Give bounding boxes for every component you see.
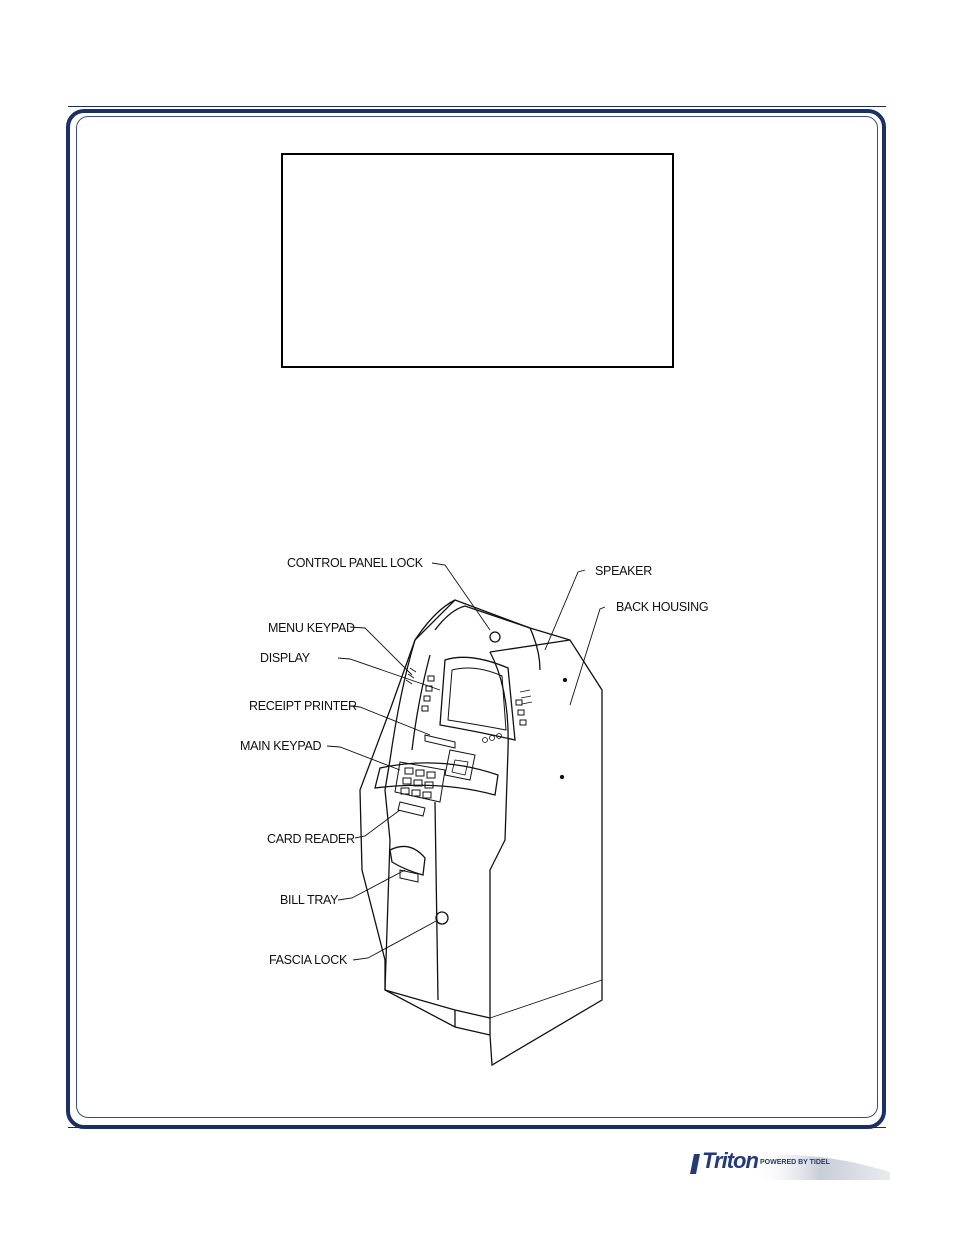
atm-diagram: CONTROL PANEL LOCK SPEAKER BACK HOUSING … [240,556,709,1067]
receipt-printer-slot [424,734,456,749]
callout-speaker: SPEAKER [595,564,652,578]
callout-display: DISPLAY [260,651,311,665]
bill-tray [389,845,426,876]
menu-keypad-right [515,699,527,726]
callout-control-panel-lock: CONTROL PANEL LOCK [287,556,424,570]
menu-keypad-left [421,675,435,712]
page-frame-inner [76,116,878,1118]
callout-main-keypad: MAIN KEYPAD [240,739,321,753]
display-screen [447,667,507,731]
logo-tagline: POWERED BY TIDEL [760,1159,830,1166]
top-rule [68,106,886,107]
callout-back-housing: BACK HOUSING [616,600,708,614]
main-keypad [394,761,446,803]
callout-receipt-printer: RECEIPT PRINTER [249,699,357,713]
logo-wordmark: Triton [702,1148,759,1173]
callout-card-reader: CARD READER [267,832,355,846]
control-panel-lock [489,631,501,643]
callout-menu-keypad: MENU KEYPAD [268,621,355,635]
callout-bill-tray: BILL TRAY [280,893,339,907]
callout-fascia-lock: FASCIA LOCK [269,953,348,967]
bottom-rule [68,1127,886,1128]
blank-text-box [281,153,674,368]
display-surround [439,656,516,741]
fascia-lock [435,911,449,925]
card-reader [444,749,476,781]
triton-logo: Triton POWERED BY TIDEL [690,1146,890,1180]
